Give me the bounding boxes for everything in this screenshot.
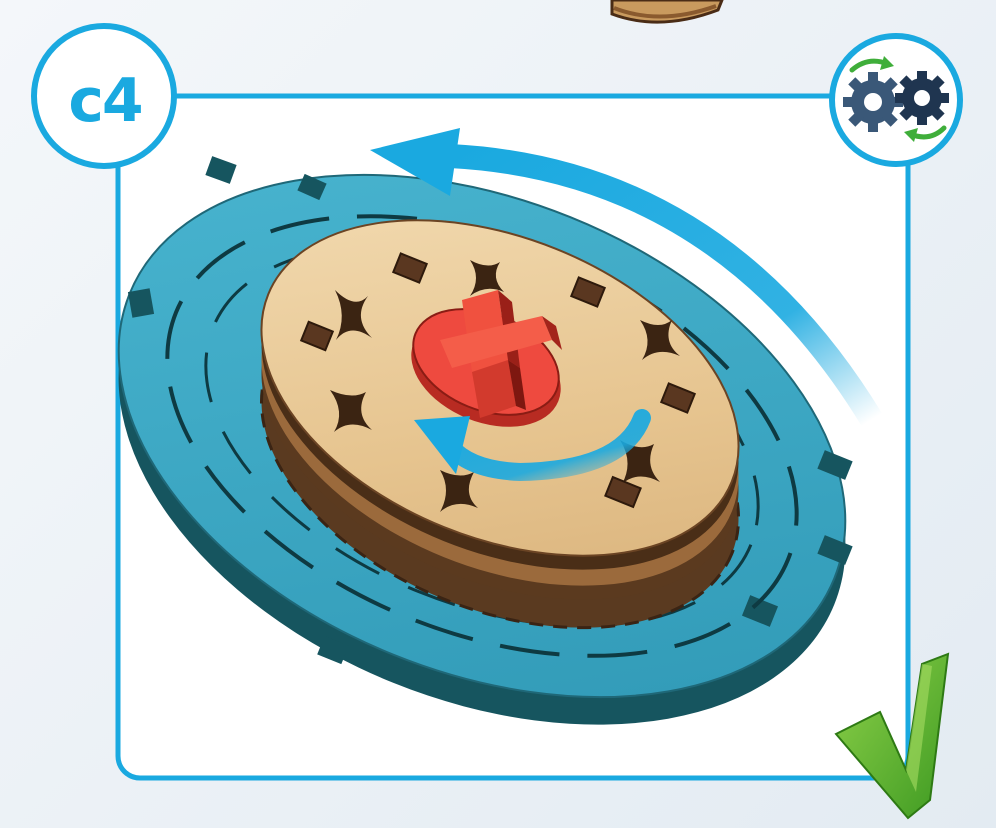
gears-rotate-icon <box>832 36 960 164</box>
step-badge <box>34 26 174 166</box>
previous-part-fragment <box>612 0 722 22</box>
